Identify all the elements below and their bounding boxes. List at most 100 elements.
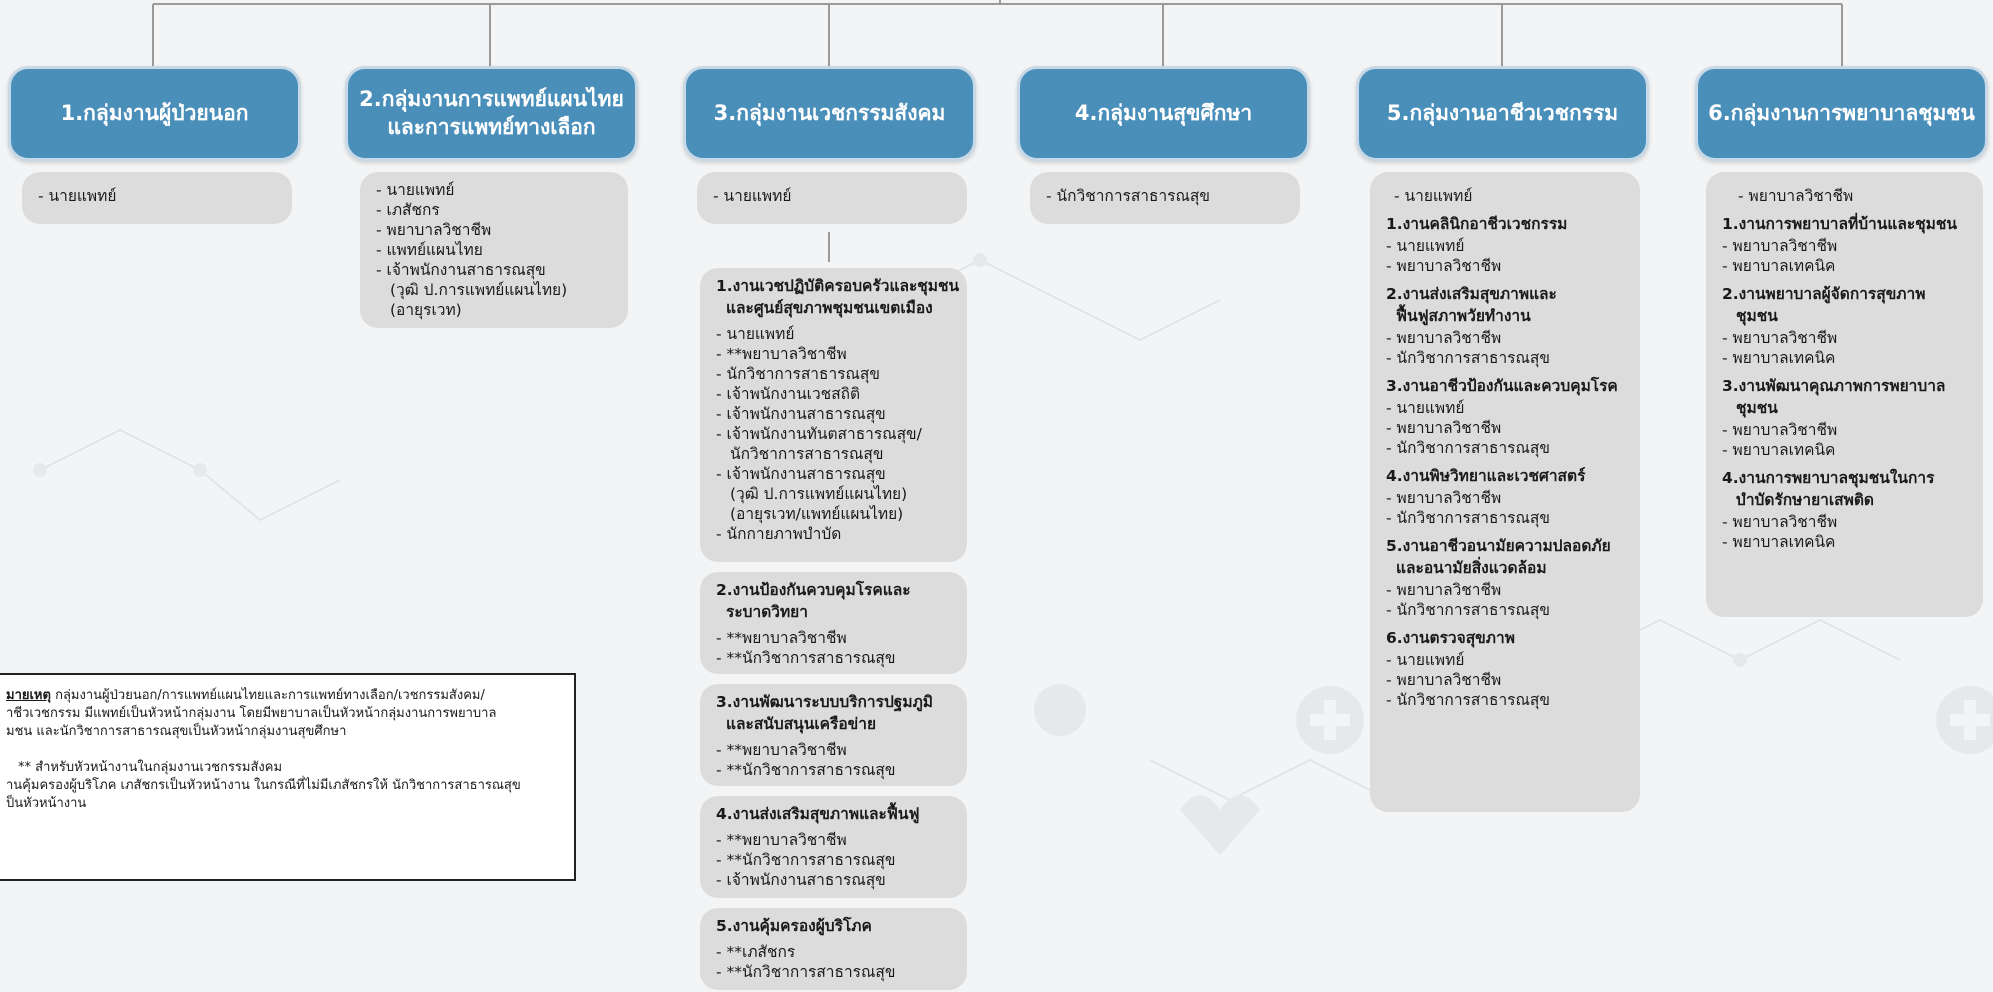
section-card-disease-control: 2.งานป้องกันควบคุมโรคและ ระบาดวิทยา - **… [700,572,967,674]
staff-item: - นักกายภาพบำบัด [716,525,842,543]
staff-card-community-nursing: - พยาบาลวิชาชีพ 1.งานการพยาบาลที่บ้านและ… [1706,172,1983,617]
group-header-health-education: 4.กลุ่มงานสุขศึกษา [1017,66,1310,161]
section-title: 5.งานคุ้มครองผู้บริโภค [716,917,872,935]
staff-card-thai-medicine: - นายแพทย์ - เภสัชกร - พยาบาลวิชาชีพ - แ… [360,172,628,328]
section-title: บำบัดรักษายาเสพติด [1736,491,1874,509]
group-title: 6.กลุ่มงานการพยาบาลชุมชน [1708,100,1975,125]
note-text: ป็นหัวหน้างาน [6,796,87,811]
section-title: ชุมชน [1736,399,1778,417]
staff-item: - พยาบาลเทคนิค [1722,441,1836,459]
staff-item: - นักวิชาการสาธารณสุข [716,365,880,383]
staff-item: - **นักวิชาการสาธารณสุข [716,963,896,981]
staff-item: - นักวิชาการสาธารณสุข [1386,349,1550,367]
section-title: 2.งานส่งเสริมสุขภาพและ [1386,285,1557,303]
section-title: 6.งานตรวจสุขภาพ [1386,629,1515,647]
section-title: 5.งานอาชีวอนามัยความปลอดภัย [1386,537,1611,555]
note-text: านคุ้มครองผู้บริโภค เภสัชกรเป็นหัวหน้างา… [6,778,521,793]
section-title: 4.งานส่งเสริมสุขภาพและฟื้นฟู [716,805,920,823]
section-title: 1.งานเวชปฏิบัติครอบครัวและชุมชน [716,277,960,295]
section-title: 1.งานการพยาบาลที่บ้านและชุมชน [1722,215,1958,233]
group-header-community-nursing: 6.กลุ่มงานการพยาบาลชุมชน [1695,66,1988,161]
staff-item: - พยาบาลวิชาชีพ [1722,421,1838,439]
staff-item: - เจ้าพนักงานสาธารณสุข [716,871,886,889]
staff-item: (วุฒิ ป.การแพทย์แผนไทย) [730,485,908,503]
group-header-social-medicine: 3.กลุ่มงานเวชกรรมสังคม [683,66,976,161]
staff-item: - นายแพทย์ [376,181,455,199]
staff-item: - นายแพทย์ [1386,399,1465,417]
staff-item: - นายแพทย์ [38,187,117,205]
staff-item: - นายแพทย์ [716,325,795,343]
staff-item: - เจ้าพนักงานเวชสถิติ [716,385,861,403]
section-title: 3.งานพัฒนาคุณภาพการพยาบาล [1722,377,1946,395]
group-title: 5.กลุ่มงานอาชีวเวชกรรม [1386,100,1619,125]
staff-item: - พยาบาลวิชาชีพ [1722,329,1838,347]
staff-item: - เจ้าพนักงานสาธารณสุข [716,405,886,423]
section-title: และสนับสนุนเครือข่าย [726,715,877,733]
group-title: 3.กลุ่มงานเวชกรรมสังคม [713,100,946,125]
section-title: และอนามัยสิ่งแวดล้อม [1396,559,1547,577]
staff-item: - พยาบาลวิชาชีพ [1386,671,1502,689]
note-text: กลุ่มงานผู้ป่วยนอก/การแพทย์แผนไทยและการแ… [50,688,485,703]
staff-item: - พยาบาลวิชาชีพ [376,221,492,239]
staff-item: - นายแพทย์ [1386,651,1465,669]
staff-item: - พยาบาลวิชาชีพ [1386,329,1502,347]
staff-item: - แพทย์แผนไทย [376,241,483,259]
heart-icon [1180,795,1260,855]
staff-item: - เจ้าพนักงานทันตสาธารณสุข/ [716,425,922,443]
staff-item: - **พยาบาลวิชาชีพ [716,741,847,759]
staff-item: - เภสัชกร [376,201,440,219]
section-title: และศูนย์สุขภาพชุมชนเขตเมือง [726,299,933,317]
staff-item: - พยาบาลวิชาชีพ [1738,187,1854,205]
section-title: 4.งานพิษวิทยาและเวชศาสตร์ [1386,467,1586,485]
staff-item: - นายแพทย์ [1394,187,1473,205]
staff-item: - **เภสัชกร [716,943,796,961]
staff-card-occupational-medicine: - นายแพทย์ 1.งานคลินิกอาชีวเวชกรรม - นาย… [1370,172,1640,812]
note-label: มายเหตุ [6,688,51,703]
section-title: 4.งานการพยาบาลชุมชนในการ [1722,469,1935,487]
staff-card-social-medicine: - นายแพทย์ [697,172,967,224]
section-title: 3.งานอาชีวป้องกันและควบคุมโรค [1386,377,1618,395]
staff-item: - **นักวิชาการสาธารณสุข [716,851,896,869]
section-title: ฟื้นฟูสภาพวัยทำงาน [1396,307,1531,325]
staff-card-health-education: - นักวิชาการสาธารณสุข [1030,172,1300,224]
section-title: ชุมชน [1736,307,1778,325]
staff-item: - **นักวิชาการสาธารณสุข [716,649,896,667]
staff-item: - นักวิชาการสาธารณสุข [1386,509,1550,527]
staff-item: (อายุรเวท) [390,301,462,319]
section-card-family-practice: 1.งานเวชปฏิบัติครอบครัวและชุมชน และศูนย์… [700,268,967,562]
staff-item: - **นักวิชาการสาธารณสุข [716,761,896,779]
note-text: มชน และนักวิชาการสาธารณสุขเป็นหัวหน้ากลุ… [6,724,347,739]
group-title-line: 2.กลุ่มงานการแพทย์แผนไทย [359,87,624,112]
remark-note: มายเหตุ กลุ่มงานผู้ป่วยนอก/การแพทย์แผนไท… [0,673,576,881]
section-title: 3.งานพัฒนาระบบบริการปฐมภูมิ [716,693,934,711]
staff-item: (วุฒิ ป.การแพทย์แผนไทย) [390,281,568,299]
group-title-line: และการแพทย์ทางเลือก [387,114,596,139]
group-header-occupational-medicine: 5.กลุ่มงานอาชีวเวชกรรม [1356,66,1649,161]
staff-item: - **พยาบาลวิชาชีพ [716,345,847,363]
note-text: ** สำหรับหัวหน้างานในกลุ่มงานเวชกรรมสังค… [18,760,283,775]
section-title: ระบาดวิทยา [726,603,808,621]
staff-item: - **พยาบาลวิชาชีพ [716,831,847,849]
staff-item: - นายแพทย์ [713,187,792,205]
group-header-outpatient: 1.กลุ่มงานผู้ป่วยนอก [8,66,301,161]
staff-item: - เจ้าพนักงานสาธารณสุข [376,261,546,279]
staff-item: - พยาบาลวิชาชีพ [1722,513,1838,531]
section-title: 1.งานคลินิกอาชีวเวชกรรม [1386,215,1568,233]
staff-item: - พยาบาลเทคนิค [1722,533,1836,551]
staff-item: - พยาบาลวิชาชีพ [1722,237,1838,255]
staff-item: - นักวิชาการสาธารณสุข [1386,691,1550,709]
staff-item: - พยาบาลเทคนิค [1722,257,1836,275]
staff-item: นักวิชาการสาธารณสุข [730,445,884,463]
section-card-primary-care: 3.งานพัฒนาระบบบริการปฐมภูมิ และสนับสนุนเ… [700,684,967,786]
staff-item: - พยาบาลวิชาชีพ [1386,257,1502,275]
staff-item: - พยาบาลวิชาชีพ [1386,489,1502,507]
staff-item: (อายุรเวท/แพทย์แผนไทย) [730,505,904,523]
staff-item: - นักวิชาการสาธารณสุข [1046,187,1210,205]
staff-item: - **พยาบาลวิชาชีพ [716,629,847,647]
staff-item: - พยาบาลวิชาชีพ [1386,419,1502,437]
group-header-thai-medicine: 2.กลุ่มงานการแพทย์แผนไทย และการแพทย์ทางเ… [345,66,638,161]
staff-item: - เจ้าพนักงานสาธารณสุข [716,465,886,483]
note-text: าชีวเวชกรรม มีแพทย์เป็นหัวหน้ากลุ่มงาน โ… [6,706,497,721]
